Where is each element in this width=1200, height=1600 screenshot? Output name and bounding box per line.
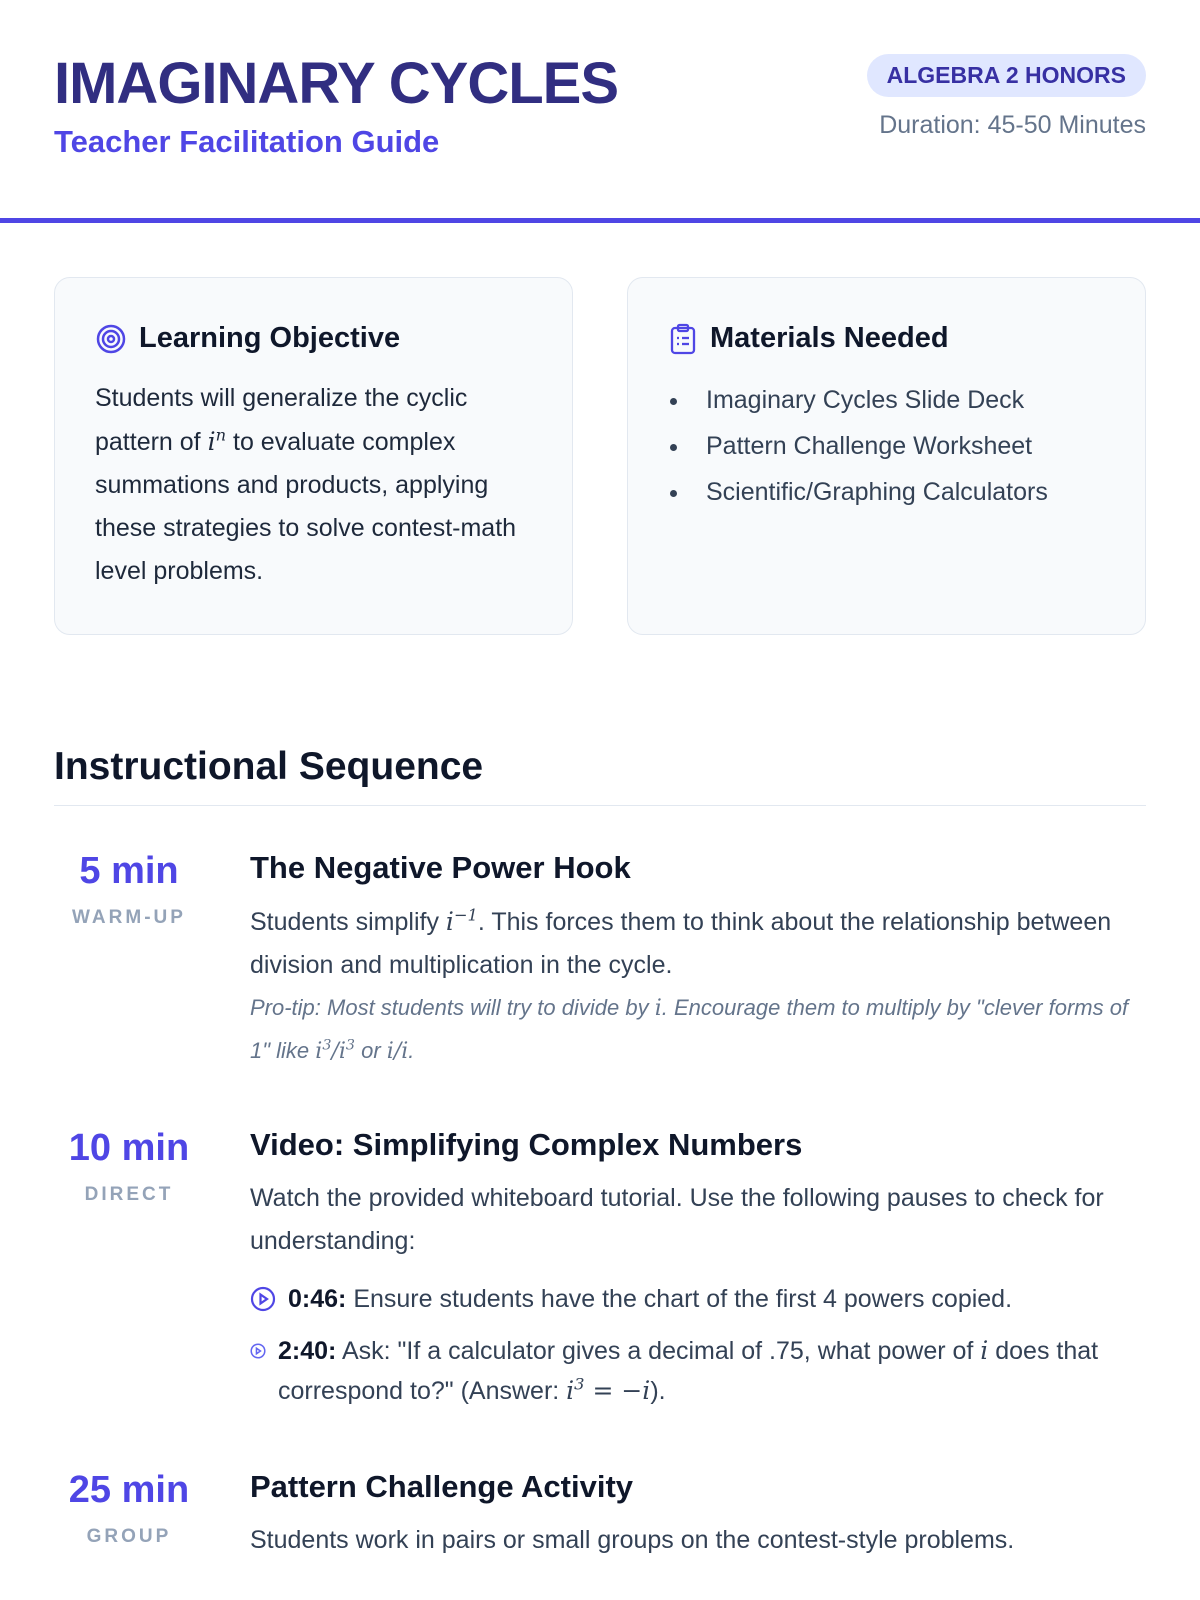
play-circle-icon (250, 1331, 266, 1371)
step-kind: GROUP (86, 1526, 172, 1547)
page-subtitle: Teacher Facilitation Guide (54, 124, 440, 159)
materials-list: Imaginary Cycles Slide Deck Pattern Chal… (668, 377, 1105, 515)
list-item: Pattern Challenge Worksheet (668, 423, 1105, 469)
step-text: Watch the provided whiteboard tutorial. … (250, 1184, 1104, 1255)
list-item: Imaginary Cycles Slide Deck (668, 377, 1105, 423)
video-pause: 0:46: Ensure students have the chart of … (250, 1279, 1146, 1319)
step-title: Video: Simplifying Complex Numbers (250, 1127, 803, 1162)
clipboard-icon (668, 323, 698, 355)
step-title: The Negative Power Hook (250, 850, 631, 885)
step-duration: 25 min (68, 1469, 190, 1511)
step-kind: WARM-UP (72, 907, 186, 928)
page-title: IMAGINARY CYCLES (54, 51, 619, 116)
duration-label: Duration: 45-50 Minutes (879, 111, 1146, 139)
video-pause: 2:40: Ask: "If a calculator gives a deci… (250, 1331, 1146, 1411)
step-duration: 10 min (68, 1127, 190, 1169)
objective-text: Students will generalize the cyclic patt… (95, 384, 517, 585)
pro-tip: Pro-tip: Most students will try to divid… (250, 995, 1129, 1064)
step-kind: DIRECT (84, 1184, 174, 1205)
learning-objective-card: Learning Objective Students will general… (54, 277, 573, 635)
step-text: Students work in pairs or small groups o… (250, 1526, 1015, 1554)
step-text: Students simplify i−1. This forces them … (250, 905, 1112, 979)
header: IMAGINARY CYCLES Teacher Facilitation Gu… (0, 0, 1200, 218)
list-item: Scientific/Graphing Calculators (668, 469, 1105, 515)
header-divider (0, 218, 1200, 223)
materials-card: Materials Needed Imaginary Cycles Slide … (627, 277, 1146, 635)
course-badge: ALGEBRA 2 HONORS (866, 54, 1146, 97)
play-circle-icon (250, 1279, 276, 1319)
section-title: Instructional Sequence (54, 745, 1146, 806)
target-icon (95, 323, 127, 355)
step-title: Pattern Challenge Activity (250, 1469, 634, 1504)
card-title: Learning Objective (139, 322, 401, 354)
step-duration: 5 min (79, 850, 179, 892)
card-title: Materials Needed (710, 322, 949, 354)
